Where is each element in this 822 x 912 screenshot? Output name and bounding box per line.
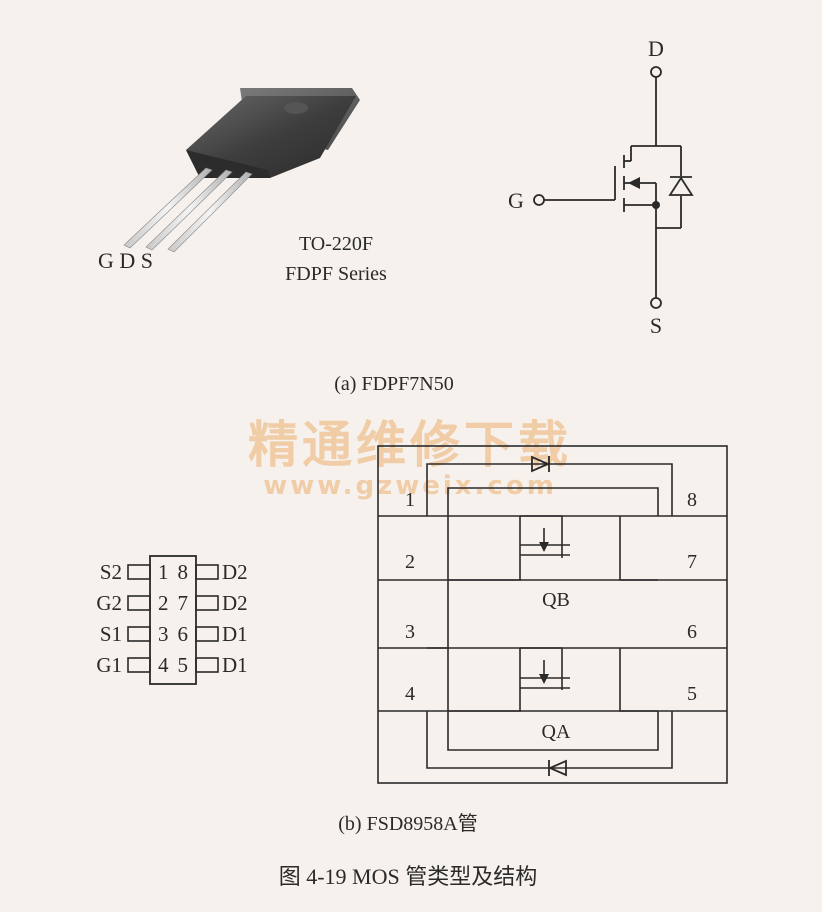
chip-pin-number: 3: [158, 622, 169, 646]
chip-pin-number: 8: [178, 560, 189, 584]
package-pin-labels: G D S: [98, 248, 153, 273]
chip-pin-right-4: [195, 657, 219, 673]
drain-terminal: [650, 66, 662, 78]
gate-terminal: [533, 194, 545, 206]
structure-pin-number-left: 2: [405, 551, 415, 573]
structure-frame: [377, 445, 728, 784]
watermark-url: www.gzweix.com: [263, 471, 557, 501]
chip-pin-left-2: [127, 595, 151, 611]
watermark-chinese: 精通维修下载: [248, 416, 572, 474]
transistor-qa-label: QA: [542, 721, 571, 743]
so8-chip: [149, 555, 197, 685]
caption-a: (a) FDPF7N50: [334, 373, 453, 395]
structure-pin-number-right: 7: [687, 551, 697, 573]
structure-pin-number-right: 5: [687, 683, 697, 705]
mosfet-schematic: [533, 66, 692, 309]
source-terminal: [650, 297, 662, 309]
junction-dot: [652, 201, 660, 209]
qa-arrow-icon: [539, 674, 549, 684]
chip-pin-label: D2: [222, 560, 248, 584]
package-leads: [123, 167, 253, 253]
chip-pin-label: D1: [222, 622, 248, 646]
chip-pin-label: D2: [222, 591, 248, 615]
top-diode-icon: [531, 455, 551, 473]
chip-pin-number: 1: [158, 560, 169, 584]
chip-pin-number: 5: [178, 653, 189, 677]
chip-pin-number: 2: [158, 591, 169, 615]
source-label: S: [650, 313, 662, 338]
transistor-qb-label: QB: [542, 589, 570, 611]
caption-b: (b) FSD8958A管: [338, 812, 477, 835]
structure-pin-number-left: 1: [405, 489, 415, 511]
structure-pin-number-right: 8: [687, 489, 697, 511]
qb-arrow-icon: [539, 542, 549, 552]
chip-pin-label: G1: [96, 653, 122, 677]
chip-body: [149, 555, 197, 685]
watermark: 精通维修下载 www.gzweix.com: [248, 416, 572, 501]
chip-pin-right-3: [195, 626, 219, 642]
chip-pin-left-1: [127, 564, 151, 580]
chip-pin-right-1: [195, 564, 219, 580]
body-diode-icon: [668, 176, 694, 196]
channel-arrow-icon: [628, 177, 640, 189]
chip-pin-right-2: [195, 595, 219, 611]
to220f-package-illustration: [123, 88, 360, 253]
chip-pin-label: D1: [222, 653, 248, 677]
chip-pin-number: 7: [178, 591, 189, 615]
drain-label: D: [648, 36, 664, 61]
figure-caption: 图 4-19 MOS 管类型及结构: [279, 864, 538, 889]
gate-label: G: [508, 188, 524, 213]
chip-pin-label: S2: [100, 560, 122, 584]
structure-pin-number-left: 4: [405, 683, 415, 705]
chip-pin-number: 4: [158, 653, 169, 677]
structure-pin-number-left: 3: [405, 621, 415, 643]
package-name: TO-220F: [299, 233, 373, 255]
bottom-diode-icon: [547, 759, 567, 777]
chip-pin-left-4: [127, 657, 151, 673]
structure-pin-number-right: 6: [687, 621, 697, 643]
chip-pin-number: 6: [178, 622, 189, 646]
series-name: FDPF Series: [285, 263, 387, 285]
chip-pin-left-3: [127, 626, 151, 642]
chip-pin-label: S1: [100, 622, 122, 646]
chip-pin-label: G2: [96, 591, 122, 615]
